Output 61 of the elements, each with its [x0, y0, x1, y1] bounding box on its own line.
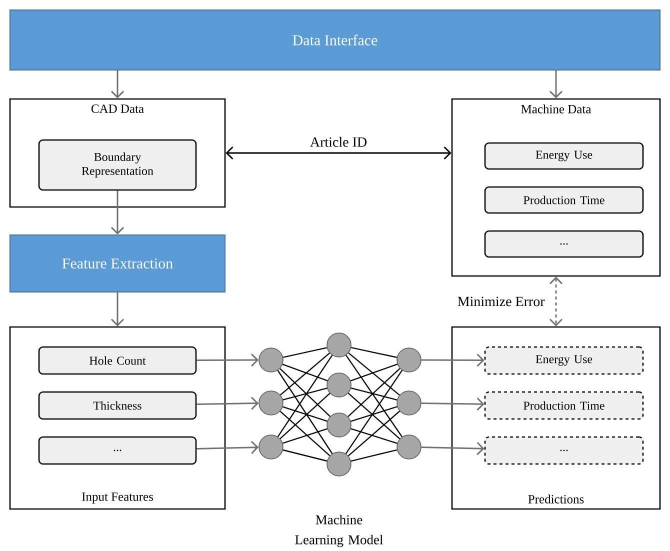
field-box: Boundary Representation — [38, 139, 197, 191]
arrow — [110, 70, 124, 98]
process-box: Data Interface — [10, 10, 660, 70]
arrow — [196, 354, 259, 367]
connection-line — [282, 364, 328, 382]
field-box: Energy Use — [484, 142, 644, 170]
neuron-circle — [258, 348, 284, 372]
edge-label: Minimize Error — [456, 296, 546, 308]
neuron-circle — [396, 390, 422, 416]
connection-line — [348, 410, 400, 456]
neuron-circle — [326, 372, 352, 398]
field-box: Production Time — [484, 186, 644, 214]
connection-line — [280, 352, 330, 396]
field-box: Thickness — [38, 391, 197, 420]
neuron-circle — [258, 390, 284, 416]
connection-line — [280, 368, 330, 417]
neuron-circle — [396, 348, 422, 372]
neuron-circle — [258, 434, 284, 460]
connection-line — [350, 388, 398, 400]
arrow — [421, 442, 484, 456]
prediction-box: Production Time — [484, 391, 644, 420]
connection-line — [350, 364, 398, 382]
connection-line — [277, 354, 333, 437]
field-box: ... — [484, 230, 644, 258]
arrow — [196, 440, 259, 454]
connection-line — [350, 406, 398, 422]
connection-line — [348, 392, 400, 440]
connection-line — [282, 449, 328, 462]
prediction-box: ... — [484, 436, 644, 465]
edge-label: Article ID — [308, 136, 368, 148]
connection-line — [348, 368, 400, 417]
connection-line — [282, 406, 328, 422]
caption-text: Machine Learning Model — [295, 514, 383, 548]
connection-line — [350, 428, 398, 444]
field-box: Hole Count — [38, 346, 197, 375]
connection-line — [282, 347, 328, 358]
connection-line — [346, 354, 402, 438]
neuron-circle — [326, 412, 352, 438]
arrow — [549, 276, 563, 326]
field-box: ... — [38, 436, 197, 465]
neuron-circle — [396, 434, 422, 460]
arrow — [110, 190, 124, 234]
connection-line — [280, 392, 330, 440]
connection-line — [280, 410, 330, 456]
connection-line — [350, 449, 398, 462]
connection-line — [282, 428, 328, 444]
arrow — [196, 396, 259, 410]
prediction-box: Energy Use — [484, 346, 644, 375]
connection-line — [345, 370, 403, 454]
arrow — [226, 146, 452, 160]
connection-line — [348, 352, 400, 396]
neuron-circle — [326, 452, 352, 476]
process-box: Feature Extraction — [10, 234, 226, 292]
connection-line — [351, 347, 397, 358]
arrow — [421, 354, 484, 367]
connection-line — [282, 388, 328, 400]
arrow — [549, 70, 563, 98]
arrow — [421, 398, 484, 411]
neuron-circle — [326, 332, 352, 358]
connection-line — [277, 370, 333, 454]
arrow — [110, 292, 124, 326]
